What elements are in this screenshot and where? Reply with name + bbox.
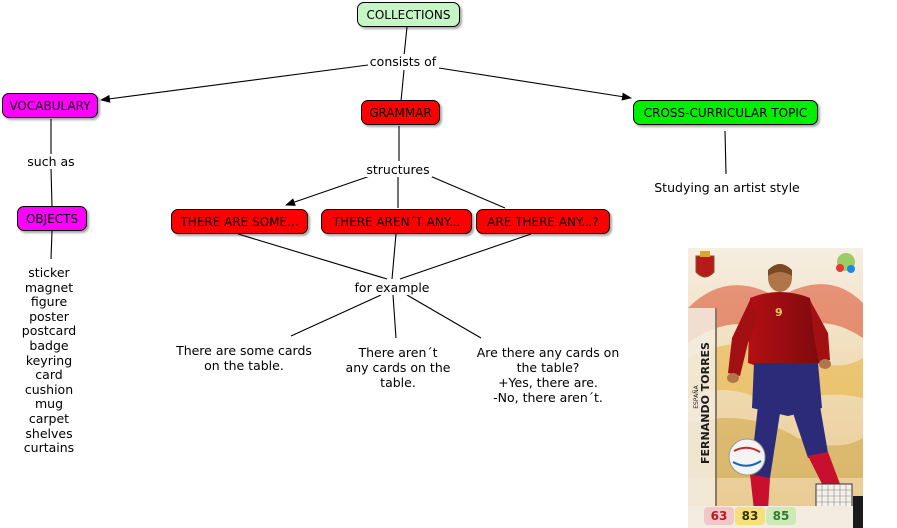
arrow-to-cross-curricular: [438, 67, 632, 101]
list-item: sticker: [28, 265, 70, 280]
example-line: table.: [380, 375, 416, 390]
objects-list: sticker magnet figure poster postcard ba…: [14, 265, 84, 456]
there-are-some-node[interactable]: THERE ARE SOME...: [171, 209, 308, 234]
line-forexample-ex3: [406, 294, 482, 339]
example-there-arent-any: There aren´t any cards on the table.: [340, 345, 456, 390]
list-item: cushion: [24, 381, 74, 397]
jersey-number: 9: [775, 306, 783, 319]
grammar-node[interactable]: GRAMMAR: [361, 100, 440, 125]
list-item: postcard: [21, 323, 77, 339]
label-structures: structures: [364, 162, 432, 177]
line-forexample-ex2: [392, 294, 397, 339]
line-suchas-objects: [50, 167, 53, 208]
line-cross-studying: [724, 130, 727, 175]
line-forexample-ex1: [290, 294, 382, 337]
example-line: any cards on the: [345, 360, 451, 375]
player-card-image: FERNANDO TORRES ESPAÑA 9 63 83 85: [688, 248, 863, 528]
example-line: the table?: [516, 360, 580, 375]
list-item: figure: [30, 294, 68, 310]
example-line: on the table.: [204, 358, 284, 373]
example-line: -No, there aren´t.: [493, 390, 603, 405]
stat-overall: 83: [735, 507, 765, 525]
list-item: magnet: [24, 279, 74, 295]
list-item: poster: [29, 308, 69, 324]
example-are-there-any: Are there any cards on the table? +Yes, …: [470, 345, 626, 405]
collections-node[interactable]: COLLECTIONS: [357, 2, 460, 27]
label-for-example: for example: [352, 280, 432, 295]
label-such-as: such as: [24, 154, 78, 169]
list-item: curtains: [23, 440, 75, 456]
label-consists-of: consists of: [368, 54, 438, 69]
stat-attack: 63: [704, 507, 734, 525]
card-artwork: [688, 248, 863, 528]
there-arent-any-node[interactable]: THERE AREN´T ANY...: [321, 209, 472, 234]
example-line: Are there any cards on: [476, 345, 620, 360]
cross-curricular-node[interactable]: CROSS-CURRICULAR TOPIC: [633, 100, 818, 125]
example-line: There are some cards: [176, 343, 312, 358]
vocabulary-node[interactable]: VOCABULARY: [2, 93, 98, 118]
example-there-are-some: There are some cards on the table.: [172, 343, 316, 373]
line-some-forexample: [237, 233, 388, 280]
objects-node[interactable]: OBJECTS: [17, 206, 87, 231]
list-item: card: [35, 367, 63, 383]
list-item: carpet: [28, 410, 70, 426]
line-collections-consists: [403, 26, 408, 57]
are-there-any-node[interactable]: ARE THERE ANY...?: [476, 209, 610, 234]
list-item: shelves: [25, 425, 73, 441]
studying-artist-text: Studying an artist style: [654, 180, 800, 195]
example-line: +Yes, there are.: [498, 375, 598, 390]
list-item: badge: [29, 337, 69, 353]
line-objects-list: [50, 230, 53, 260]
line-arent-forexample: [391, 233, 397, 280]
line-consists-grammar: [400, 69, 405, 102]
country-label: ESPAÑA: [691, 347, 701, 447]
stat-defense: 85: [766, 507, 796, 525]
list-item: keyring: [25, 352, 73, 368]
arrow-to-there-are-some: [285, 175, 371, 206]
example-line: There aren´t: [358, 345, 438, 360]
line-to-are-there: [429, 175, 506, 209]
list-item: mug: [34, 396, 64, 412]
line-arethere-forexample: [399, 233, 532, 280]
country-name: ESPAÑA: [692, 385, 700, 409]
arrow-to-vocabulary: [100, 64, 369, 103]
